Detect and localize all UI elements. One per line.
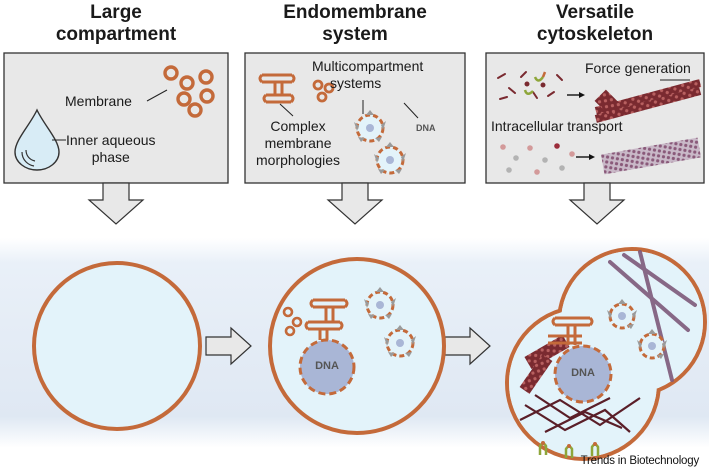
myosin-motor-icon	[523, 71, 547, 95]
cell-empty	[32, 261, 202, 431]
complex-pointer-line	[279, 103, 294, 117]
column-title-cytoskeleton: Versatile cytoskeleton	[536, 2, 654, 45]
complex-membrane-in-cell	[304, 298, 349, 340]
arrow-icon	[576, 154, 595, 160]
membrane-vesicles-icon	[163, 65, 215, 118]
microtubules-in-cell	[608, 250, 697, 382]
force-generation-label: Force generation	[585, 60, 691, 76]
microtubule-icon	[601, 137, 701, 175]
dna-compartment-middle	[298, 338, 356, 396]
down-arrow-1	[87, 182, 145, 225]
down-arrow-2	[326, 182, 384, 225]
column-title-large-compartment: Large compartment	[55, 2, 177, 45]
multicompartment-label: Multicompartment systems	[312, 58, 424, 91]
multicompartment-vesicle-in-cell	[637, 329, 667, 360]
complex-membrane-in-cell	[548, 316, 594, 345]
multicompartment-vesicle-in-cell	[384, 325, 416, 358]
journal-footer: Trends in Biotechnology	[580, 455, 700, 467]
multicompartment-vesicle-icon	[354, 110, 386, 143]
dna-label-middle-cell: DNA	[315, 360, 339, 372]
tubulin-dimers-icon	[500, 143, 575, 175]
actin-mesh-in-cell	[519, 394, 641, 433]
complex-morphologies-label: Complex membrane morphologies	[256, 118, 341, 168]
dna-compartment-right	[553, 344, 613, 404]
cell-endomembrane	[268, 257, 446, 435]
actin-bundle-in-cell	[519, 354, 553, 394]
multicompartment-vesicle-icon	[374, 142, 406, 175]
complex-membrane-icon	[258, 73, 296, 104]
arrow-icon	[567, 92, 585, 98]
down-arrow-3	[568, 182, 626, 225]
right-arrow-2	[444, 326, 491, 366]
actin-bundle-icon	[594, 79, 702, 123]
membrane-pointer-line	[146, 89, 168, 102]
water-drop-icon	[14, 108, 60, 171]
column-title-endomembrane: Endomembrane system	[283, 2, 427, 45]
actin-monomers-icon	[497, 71, 563, 100]
dna-label-right-cell: DNA	[571, 367, 595, 379]
inner-aqueous-label: Inner aqueous phase	[66, 132, 156, 165]
intracellular-transport-label: Intracellular transport	[491, 118, 623, 134]
dna-label-panel: DNA	[416, 123, 436, 133]
right-arrow-1	[205, 326, 252, 366]
multicompartment-vesicle-in-cell	[607, 299, 637, 330]
small-vesicles-in-cell	[282, 306, 303, 337]
dna-pointer-line	[403, 102, 419, 119]
membrane-label: Membrane	[65, 93, 132, 109]
small-vesicles-icon	[312, 79, 335, 103]
multicompartment-vesicle-in-cell	[364, 287, 396, 320]
